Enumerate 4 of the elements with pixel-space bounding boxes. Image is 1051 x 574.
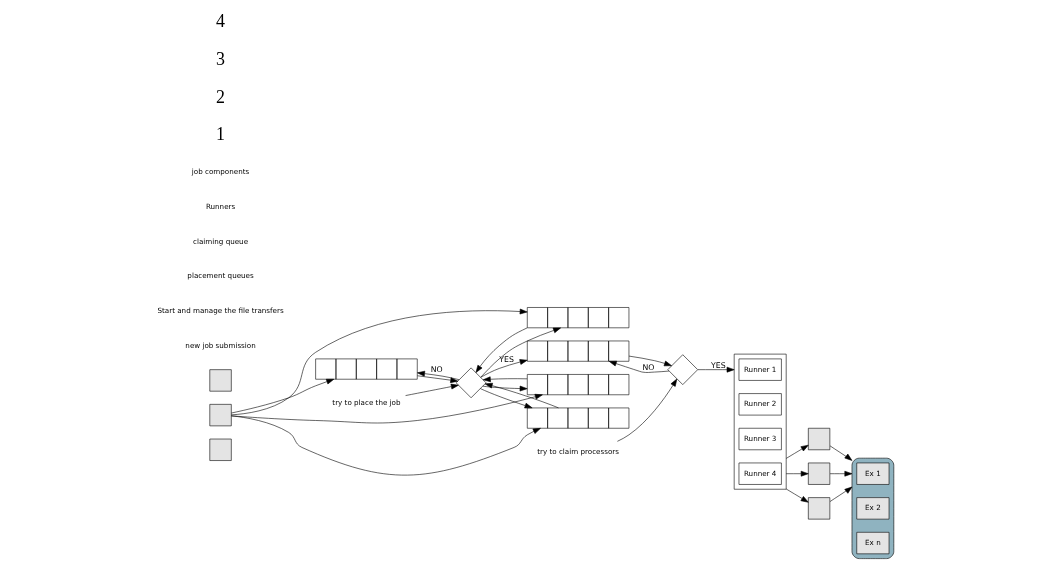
label: 4 <box>216 11 226 32</box>
label: 1 <box>216 124 226 145</box>
label: 2 <box>216 86 226 107</box>
label: 3 <box>216 49 226 70</box>
